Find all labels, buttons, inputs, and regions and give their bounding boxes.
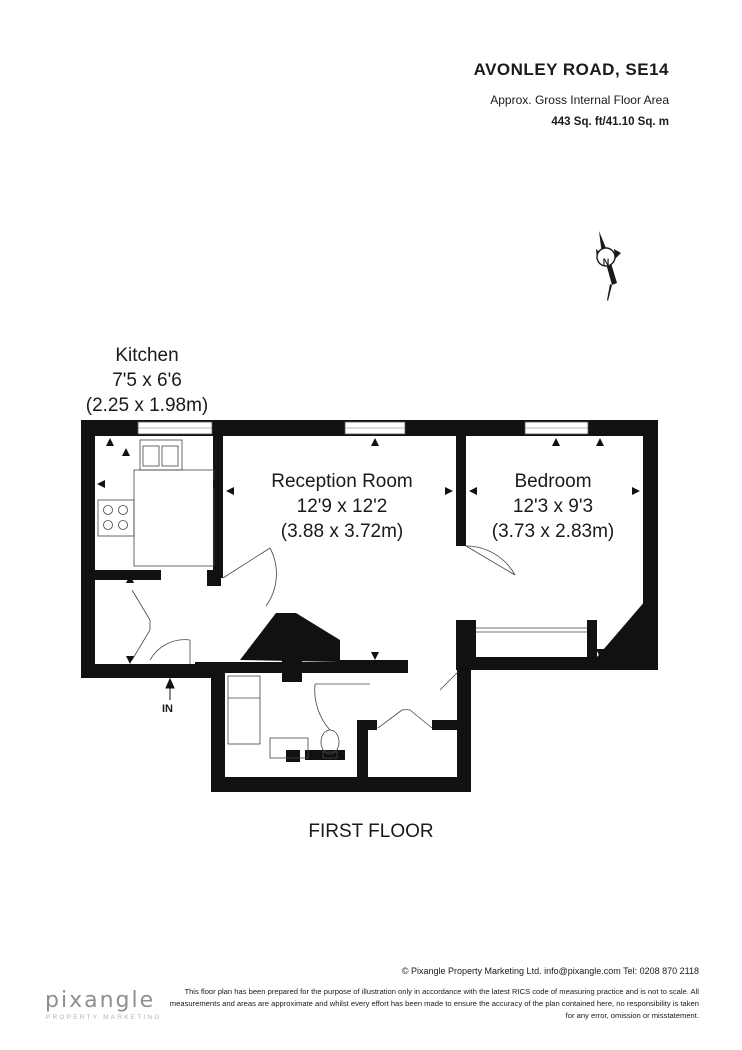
room-name: Kitchen xyxy=(115,345,179,366)
room-label-reception: Reception Room 12'9 x 12'2 (3.88 x 3.72m… xyxy=(252,469,432,544)
logo-tagline: PROPERTY MARKETING xyxy=(46,1014,162,1021)
room-name: Bedroom xyxy=(514,471,592,492)
property-address: AVONLEY ROAD, SE14 xyxy=(473,60,669,79)
pixangle-logo: pixangle xyxy=(45,988,156,1013)
room-size-imperial: 12'9 x 12'2 xyxy=(296,496,388,517)
floor-label: FIRST FLOOR xyxy=(308,821,434,842)
room-size-imperial: 7'5 x 6'6 xyxy=(112,370,182,391)
area-value: 443 Sq. ft/41.10 Sq. m xyxy=(551,116,669,128)
entrance-label: IN xyxy=(162,703,173,715)
compass-letter: N xyxy=(602,257,610,267)
room-size-metric: (3.73 x 2.83m) xyxy=(491,521,615,542)
room-size-imperial: 12'3 x 9'3 xyxy=(512,496,594,517)
room-name: Reception Room xyxy=(271,471,413,492)
disclaimer: This floor plan has been prepared for th… xyxy=(169,987,699,1020)
room-label-bedroom: Bedroom 12'3 x 9'3 (3.73 x 2.83m) xyxy=(478,469,628,544)
compass-icon xyxy=(596,231,621,301)
room-size-metric: (3.88 x 3.72m) xyxy=(280,521,404,542)
area-label: Approx. Gross Internal Floor Area xyxy=(490,93,669,107)
copyright-line: © Pixangle Property Marketing Ltd. info@… xyxy=(401,966,699,976)
room-size-metric: (2.25 x 1.98m) xyxy=(85,395,209,416)
room-label-kitchen: Kitchen 7'5 x 6'6 (2.25 x 1.98m) xyxy=(72,343,222,418)
